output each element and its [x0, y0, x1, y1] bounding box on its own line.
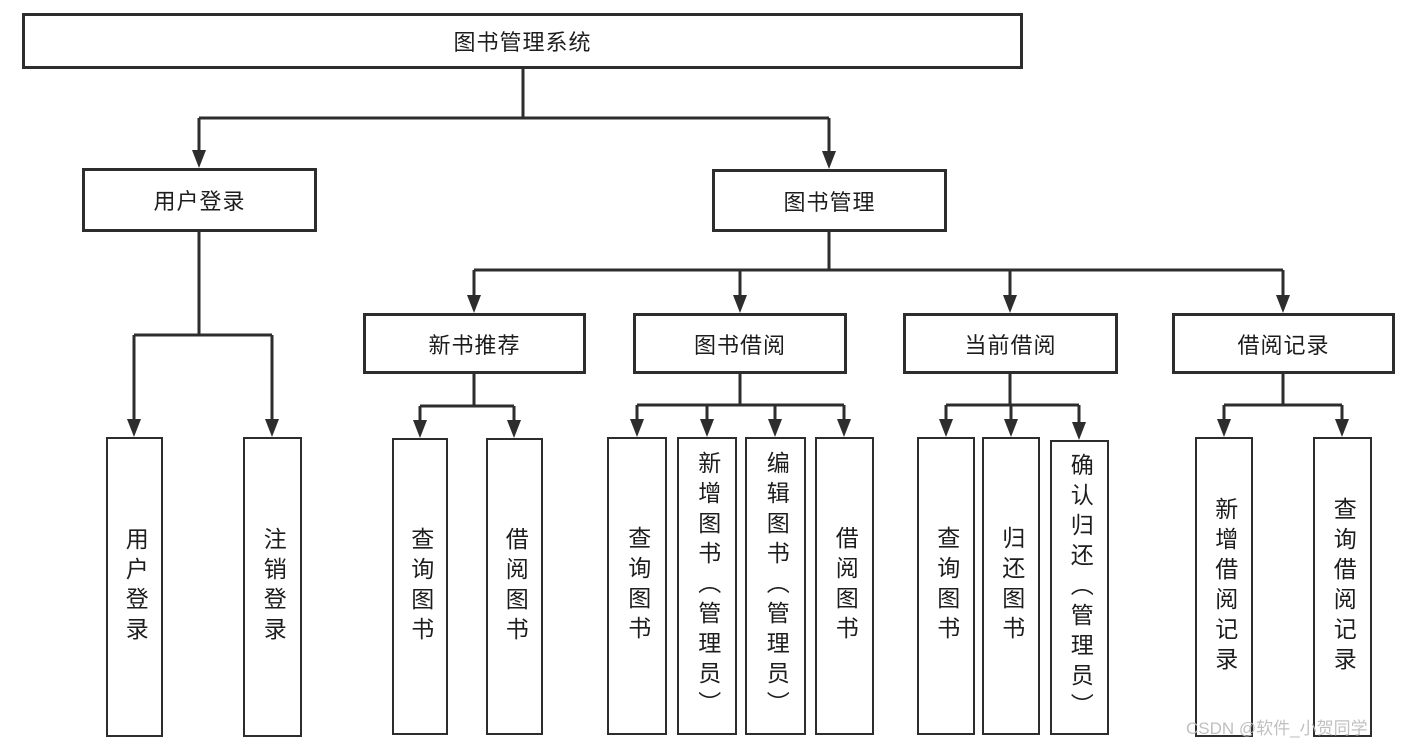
node-cb-return-books: 归还图书: [982, 437, 1040, 735]
node-bb-edit-books-admin-label: 编辑图书（管理员）: [763, 451, 790, 721]
node-cb-query-books: 查询图书: [917, 437, 975, 735]
node-cb-confirm-return-admin: 确认归还（管理员）: [1050, 440, 1109, 735]
node-root-label: 图书管理系统: [453, 30, 592, 55]
csdn-watermark: CSDN @软件_小贺同学: [1186, 719, 1368, 738]
node-borrowing-records: 借阅记录: [1172, 313, 1395, 374]
node-br-add-record-label: 新增借阅记录: [1211, 497, 1238, 677]
node-rec-query-books-label: 查询图书: [407, 526, 434, 647]
node-book-borrowing: 图书借阅: [633, 313, 847, 374]
node-book-management-label: 图书管理: [783, 189, 876, 215]
node-bb-edit-books-admin: 编辑图书（管理员）: [745, 437, 806, 735]
node-bb-borrow-books-label: 借阅图书: [832, 526, 859, 646]
node-cb-query-books-label: 查询图书: [933, 526, 960, 646]
node-user-login: 用户登录: [82, 168, 317, 232]
node-bb-borrow-books: 借阅图书: [815, 437, 874, 735]
node-leaf-user-login: 用户登录: [106, 437, 163, 737]
node-new-book-recommendation-label: 新书推荐: [428, 332, 521, 358]
node-leaf-logout-label: 注销登录: [260, 527, 287, 647]
node-book-management: 图书管理: [712, 169, 947, 232]
node-br-query-record: 查询借阅记录: [1313, 437, 1372, 737]
node-bb-add-books-admin: 新增图书（管理员）: [677, 437, 737, 735]
node-new-book-recommendation: 新书推荐: [363, 313, 586, 374]
node-leaf-logout: 注销登录: [243, 437, 302, 737]
node-bb-query-books: 查询图书: [607, 437, 667, 735]
node-cb-confirm-return-admin-label: 确认归还（管理员）: [1067, 452, 1094, 723]
node-rec-borrow-books-label: 借阅图书: [502, 526, 529, 647]
arrowheads: [127, 150, 1349, 440]
node-leaf-user-login-label: 用户登录: [122, 527, 149, 647]
node-book-borrowing-label: 图书借阅: [693, 332, 786, 358]
node-root: 图书管理系统: [22, 13, 1023, 69]
node-br-query-record-label: 查询借阅记录: [1330, 497, 1357, 677]
node-bb-query-books-label: 查询图书: [624, 526, 651, 646]
node-bb-add-books-admin-label: 新增图书（管理员）: [694, 451, 721, 721]
node-current-borrowing-label: 当前借阅: [964, 332, 1057, 358]
node-current-borrowing: 当前借阅: [903, 313, 1118, 374]
node-user-login-label: 用户登录: [153, 189, 246, 214]
node-rec-borrow-books: 借阅图书: [486, 438, 543, 735]
node-rec-query-books: 查询图书: [392, 438, 448, 735]
node-br-add-record: 新增借阅记录: [1195, 437, 1253, 737]
node-borrowing-records-label: 借阅记录: [1237, 332, 1330, 358]
node-cb-return-books-label: 归还图书: [998, 526, 1025, 646]
